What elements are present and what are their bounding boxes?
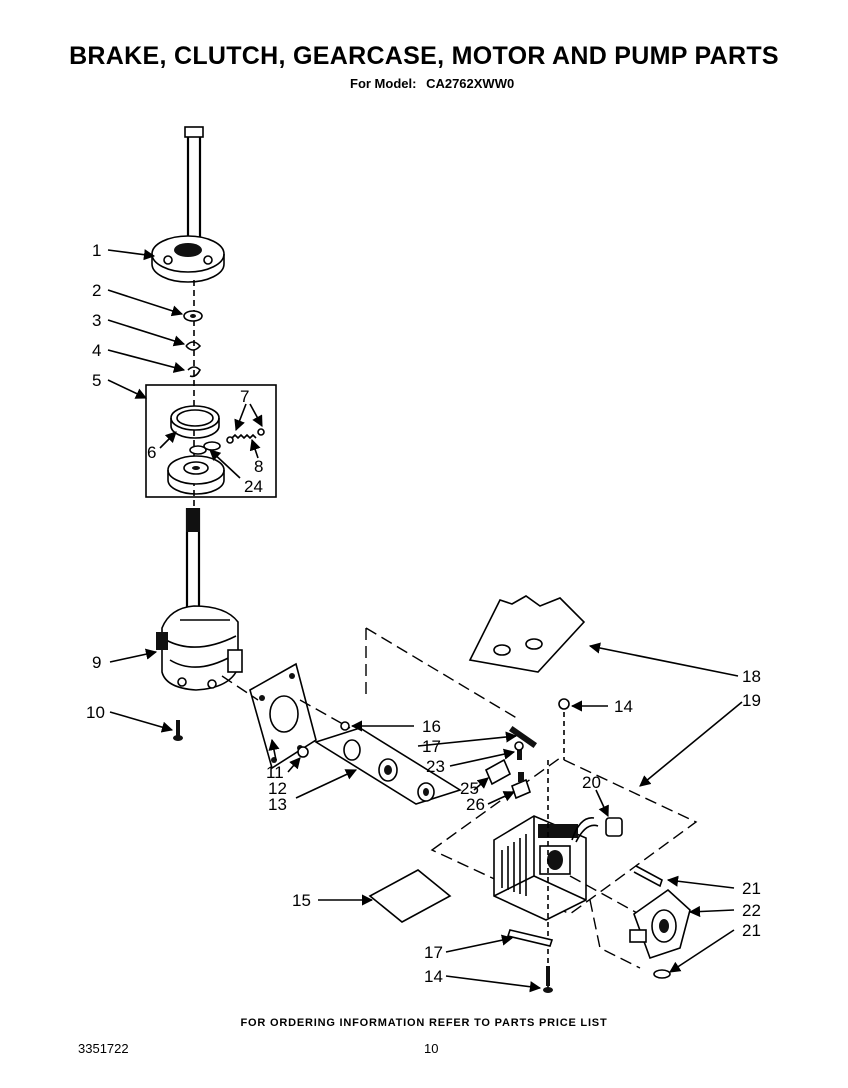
- callout-1: 1: [92, 241, 101, 260]
- drive-block-part-1: [151, 235, 225, 283]
- callout-2: 2: [92, 281, 101, 300]
- clip-part-26: [511, 772, 531, 800]
- spring-part-3: [185, 341, 202, 351]
- bracket-part-18: [468, 595, 586, 673]
- callout-14-bottom: 14: [424, 967, 443, 986]
- clamp-part-21-bottom: [653, 969, 671, 979]
- callout-23: 23: [426, 757, 445, 776]
- gearcase-shaft: [185, 508, 201, 610]
- leader-lines: [107, 249, 743, 993]
- callout-13: 13: [268, 795, 287, 814]
- pump-part-22: [629, 888, 691, 960]
- callout-18: 18: [742, 667, 761, 686]
- capacitor-part-25: [484, 758, 512, 786]
- springs-part-7: [226, 428, 265, 444]
- callout-16: 16: [422, 717, 441, 736]
- callout-22: 22: [742, 901, 761, 920]
- brake-assembly-box-part-5: [145, 384, 277, 498]
- callout-6: 6: [147, 443, 156, 462]
- gearcase-part-9: [156, 605, 243, 691]
- brake-band-part-6: [170, 405, 220, 439]
- callout-15: 15: [292, 891, 311, 910]
- callout-8: 8: [254, 457, 263, 476]
- callout-14-top: 14: [614, 697, 633, 716]
- coupling-box-part-13: [314, 727, 462, 805]
- callout-5: 5: [92, 371, 101, 390]
- wires-part-20: [571, 817, 623, 843]
- gasket-part-15: [368, 869, 452, 923]
- cam-part-8-24: [189, 441, 221, 455]
- washer-part-2: [183, 310, 203, 322]
- callout-17-bottom: 17: [424, 943, 443, 962]
- callout-17-top: 17: [422, 737, 441, 756]
- callout-21-bottom: 21: [742, 921, 761, 940]
- bolt-part-10: [173, 720, 183, 741]
- motor: [493, 815, 587, 921]
- model-label: For Model:: [350, 76, 417, 91]
- callout-25: 25: [460, 779, 479, 798]
- callout-19: 19: [742, 691, 761, 710]
- callout-20: 20: [582, 773, 601, 792]
- brake-rotor: [167, 455, 225, 495]
- screw-part-16: [340, 721, 350, 731]
- callout-12: 12: [268, 779, 287, 798]
- retainer-part-4: [187, 366, 201, 378]
- callout-11: 11: [266, 763, 284, 782]
- bolt-part-14-bottom: [543, 966, 553, 993]
- page-title: BRAKE, CLUTCH, GEARCASE, MOTOR AND PUMP …: [69, 42, 779, 70]
- document-number: 3351722: [78, 1041, 129, 1056]
- page-number: 10: [424, 1041, 439, 1056]
- model-subtitle: For Model: CA2762XWW0: [350, 76, 514, 91]
- callout-10: 10: [86, 703, 105, 722]
- callout-21-top: 21: [742, 879, 761, 898]
- callout-7: 7: [240, 387, 249, 406]
- clamp-part-21-top: [633, 865, 663, 888]
- mounting-plate-part-11: [249, 662, 317, 770]
- bolt-part-14-top: [558, 698, 570, 760]
- screw-part-23: [514, 741, 524, 760]
- ordering-note: FOR ORDERING INFORMATION REFER TO PARTS …: [240, 1017, 608, 1029]
- clip-part-17-bottom: [506, 929, 554, 947]
- callout-9: 9: [92, 653, 101, 672]
- callout-3: 3: [92, 311, 101, 330]
- callout-24: 24: [244, 477, 263, 496]
- callout-4: 4: [92, 341, 101, 360]
- model-number: CA2762XWW0: [426, 76, 515, 91]
- nut-part-12: [297, 746, 309, 758]
- callout-26: 26: [466, 795, 485, 814]
